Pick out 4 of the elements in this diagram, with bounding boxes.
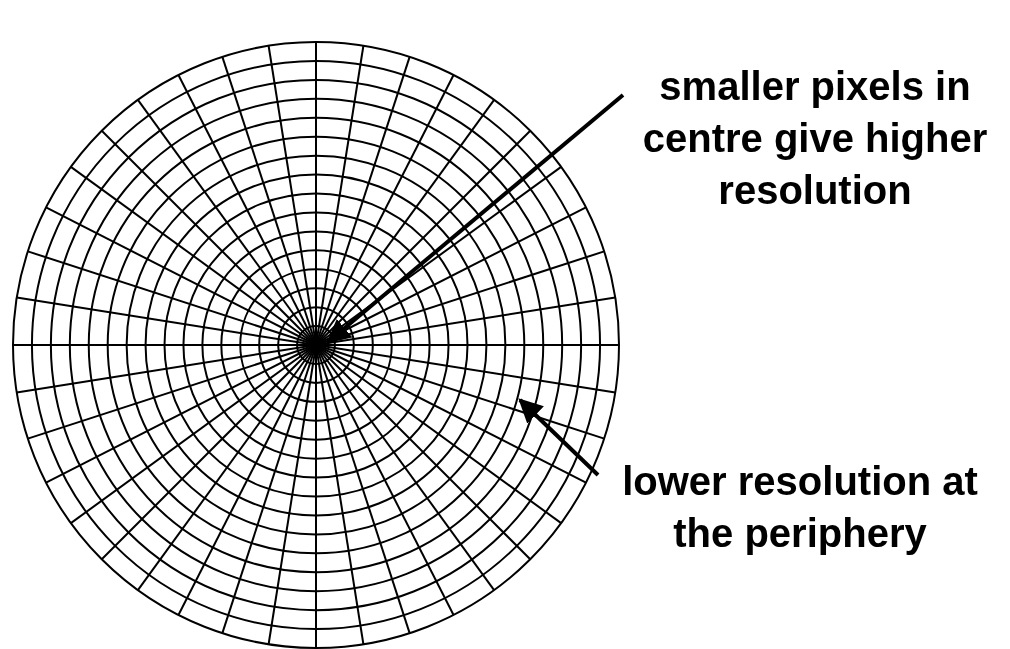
callout-text: lower resolution at the periphery	[600, 455, 1000, 559]
leader-arrow	[326, 93, 625, 344]
leader-arrow	[518, 398, 600, 477]
callout-text: smaller pixels in centre give higher resolution	[625, 60, 1005, 216]
